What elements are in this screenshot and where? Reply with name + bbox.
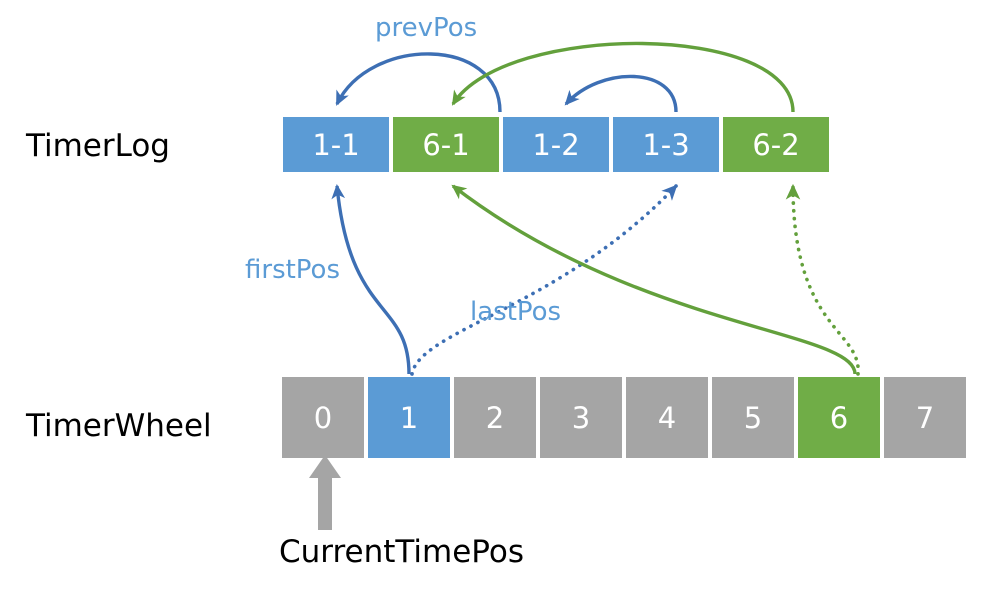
timerwheel-slot[interactable]: 5	[712, 377, 794, 458]
timerlog-entry[interactable]: 1-1	[283, 117, 389, 172]
prevpos-label: prevPos	[375, 13, 478, 43]
lastpos-arrow-wheel1-to-log-1-3	[410, 184, 678, 376]
lastpos-arrow-wheel6-to-log-6-2	[785, 183, 860, 376]
timerwheel-slot[interactable]: 2	[454, 377, 536, 458]
timerwheel-slot[interactable]: 3	[540, 377, 622, 458]
timerlog-entry[interactable]: 1-3	[613, 117, 719, 172]
timerlog-entries: 1-1 6-1 1-2 1-3 6-2	[283, 117, 829, 172]
lastpos-label: lastPos	[470, 297, 562, 327]
firstpos-arrow-wheel1-to-log-1-1	[331, 183, 411, 375]
currenttimepos-label: CurrentTimePos	[279, 534, 525, 570]
firstpos-arrow-wheel6-to-log-6-1	[451, 184, 857, 375]
firstpos-label: firstPos	[245, 255, 341, 285]
timerwheel-slot[interactable]: 7	[884, 377, 966, 458]
timerwheel-slots: 0 1 2 3 4 5 6 7	[282, 377, 966, 458]
timerlog-entry[interactable]: 1-2	[503, 117, 609, 172]
currenttimepos-block-arrow	[309, 455, 341, 530]
timerwheel-slot[interactable]: 6	[798, 377, 880, 458]
prevpos-arc-1-3-to-1-2	[564, 74, 678, 113]
timerwheel-row-label: TimerWheel	[26, 408, 212, 444]
timerwheel-slot[interactable]: 4	[626, 377, 708, 458]
prevpos-arc-6-2-to-6-1	[451, 41, 795, 113]
timerlog-entry[interactable]: 6-1	[393, 117, 499, 172]
prevpos-arc-1-2-to-1-1	[335, 52, 502, 113]
timerlog-entry[interactable]: 6-2	[723, 117, 829, 172]
timerwheel-slot[interactable]: 0	[282, 377, 364, 458]
timerlog-row-label: TimerLog	[26, 128, 170, 164]
timerwheel-slot[interactable]: 1	[368, 377, 450, 458]
